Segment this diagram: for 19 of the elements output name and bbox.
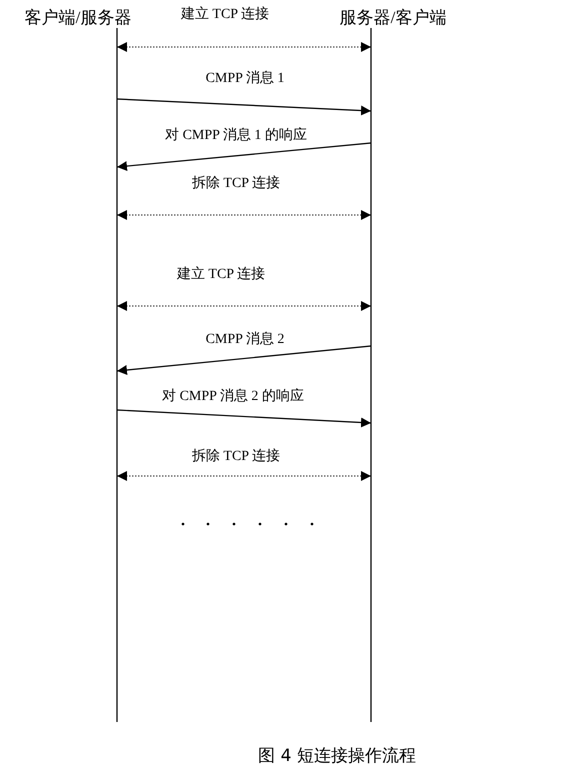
edge-label: 建立 TCP 连接 xyxy=(176,266,266,283)
arrow xyxy=(117,301,371,311)
arrow xyxy=(116,345,372,375)
arrow xyxy=(116,98,372,116)
figure-caption: 图 4 短连接操作流程 xyxy=(258,745,416,767)
edge-label: 拆除 TCP 连接 xyxy=(192,175,280,192)
edge-label: 建立 TCP 连接 xyxy=(180,6,270,23)
participant-label: 服务器/客户端 xyxy=(340,8,446,28)
arrow xyxy=(117,210,371,220)
edge-label: 对 CMPP 消息 2 的响应 xyxy=(162,388,304,405)
arrow xyxy=(116,142,372,172)
edge-label: CMPP 消息 1 xyxy=(206,70,284,87)
edge-label: CMPP 消息 2 xyxy=(206,331,284,348)
edge-label: 对 CMPP 消息 1 的响应 xyxy=(165,127,307,144)
participant-label: 客户端/服务器 xyxy=(24,8,132,28)
arrow xyxy=(117,471,371,481)
arrow xyxy=(117,42,371,52)
arrow xyxy=(116,409,372,428)
edge-label: 拆除 TCP 连接 xyxy=(192,448,280,465)
